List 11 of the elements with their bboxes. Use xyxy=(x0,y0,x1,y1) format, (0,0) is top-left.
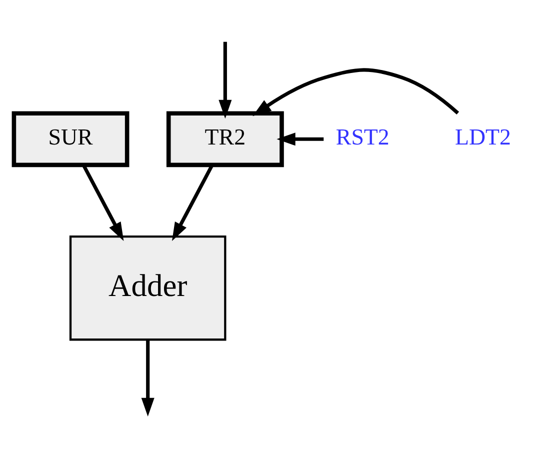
node-box: SUR xyxy=(12,111,130,168)
arrow xyxy=(276,132,324,146)
node-box: Adder xyxy=(69,235,226,341)
arrow xyxy=(172,164,214,242)
arrow xyxy=(218,42,232,119)
arrow xyxy=(252,68,460,116)
arrow xyxy=(82,164,124,242)
node-box: TR2 xyxy=(166,111,284,168)
node-text: RST2 xyxy=(336,124,390,150)
node-text: LDT2 xyxy=(454,124,511,150)
arrow xyxy=(141,340,154,417)
